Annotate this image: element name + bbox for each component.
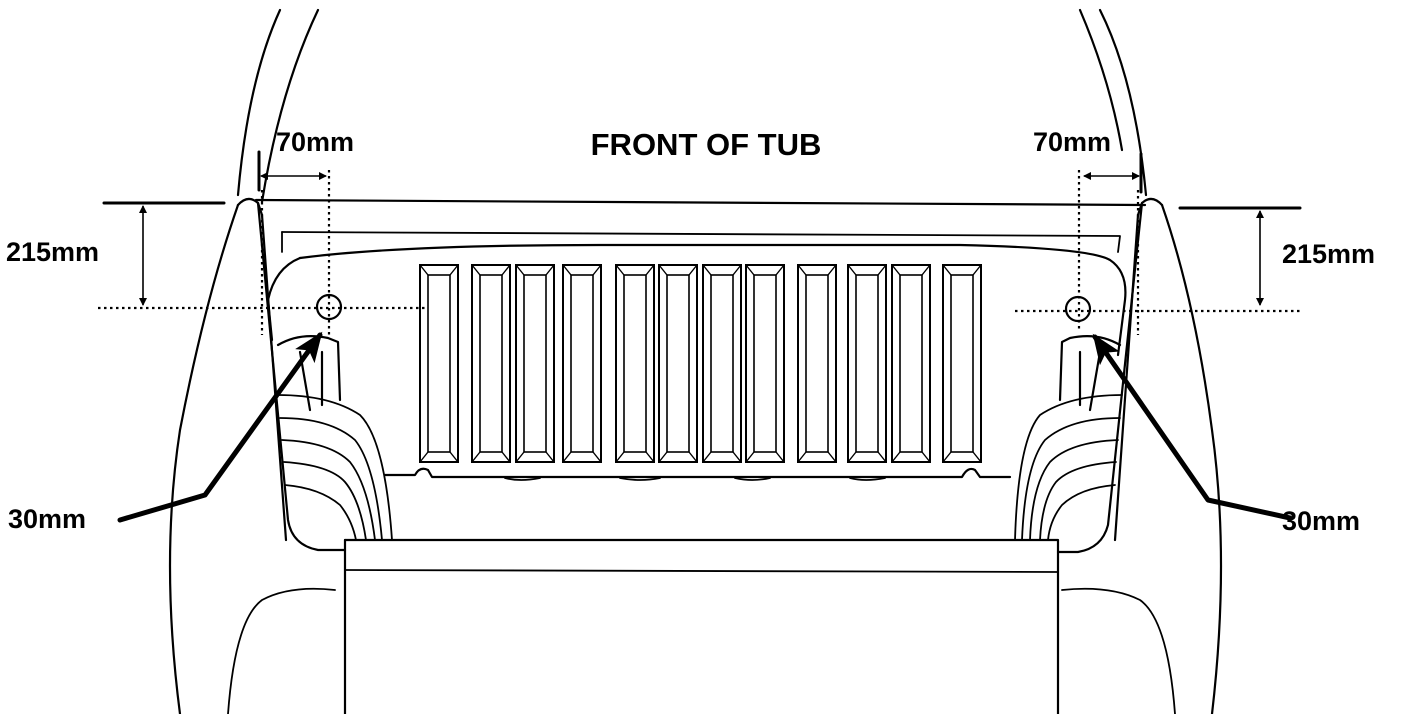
slat-bevel-2-4 — [501, 451, 511, 463]
slat-bevel-10-2 — [877, 264, 887, 276]
right-hole-diameter-label: 30mm — [1282, 506, 1360, 536]
slat-inner-12 — [950, 274, 974, 453]
slat-bevel-8-2 — [775, 264, 785, 276]
slat-bevel-8-3 — [745, 451, 755, 463]
slat-inner-6 — [666, 274, 690, 453]
slat-bevel-5-2 — [645, 264, 655, 276]
slat-bevel-10-4 — [877, 451, 887, 463]
right-step-detail — [1014, 335, 1123, 541]
slat-bevel-1-1 — [419, 264, 429, 276]
slat-1 — [419, 264, 459, 463]
slat-inner-7 — [710, 274, 734, 453]
slat-inner-4 — [570, 274, 594, 453]
slat-bevel-12-2 — [972, 264, 982, 276]
slat-bevel-9-2 — [827, 264, 837, 276]
right-vertical-dimension-label: 215mm — [1282, 239, 1375, 269]
slat-bevel-10-3 — [847, 451, 857, 463]
slat-bevel-9-1 — [797, 264, 807, 276]
slat-bevel-7-4 — [732, 451, 742, 463]
left-dimension-lines — [98, 150, 425, 523]
slat-inner-3 — [523, 274, 547, 453]
slat-bevel-6-3 — [658, 451, 668, 463]
slat-bevel-12-3 — [942, 451, 952, 463]
slat-9 — [797, 264, 837, 463]
slat-bevel-4-3 — [562, 451, 572, 463]
slat-bevel-7-2 — [732, 264, 742, 276]
slat-bevel-2-3 — [471, 451, 481, 463]
slat-inner-10 — [855, 274, 879, 453]
slat-3 — [515, 264, 555, 463]
slat-inner-2 — [479, 274, 503, 453]
slat-bevel-1-4 — [449, 451, 459, 463]
slat-bevel-3-1 — [515, 264, 525, 276]
right-dimension-lines — [1015, 152, 1302, 521]
slat-bevel-4-4 — [592, 451, 602, 463]
slat-bevel-11-2 — [921, 264, 931, 276]
slat-bevel-10-1 — [847, 264, 857, 276]
slat-bevel-9-3 — [797, 451, 807, 463]
slat-bevel-3-3 — [515, 451, 525, 463]
slat-6 — [658, 264, 698, 463]
slat-inner-8 — [753, 274, 777, 453]
slat-bevel-5-3 — [615, 451, 625, 463]
right-horizontal-dimension-label: 70mm — [1033, 127, 1111, 157]
slat-8 — [745, 264, 785, 463]
slat-bevel-2-2 — [501, 264, 511, 276]
slat-bevel-2-1 — [471, 264, 481, 276]
slat-bevel-7-1 — [702, 264, 712, 276]
slat-bevel-8-1 — [745, 264, 755, 276]
tub-outline — [168, 8, 1223, 714]
slat-inner-9 — [805, 274, 829, 453]
slat-bevel-4-1 — [562, 264, 572, 276]
slat-inner-1 — [427, 274, 451, 453]
grille-slats — [419, 264, 982, 463]
slat-bevel-12-1 — [942, 264, 952, 276]
diagram-title: FRONT OF TUB — [591, 127, 822, 162]
slat-10 — [847, 264, 887, 463]
slat-11 — [891, 264, 931, 463]
slat-bevel-1-3 — [419, 451, 429, 463]
right-hole-marker — [1064, 295, 1092, 323]
slat-bevel-3-2 — [545, 264, 555, 276]
slat-bevel-11-3 — [891, 451, 901, 463]
left-vertical-dimension-label: 215mm — [6, 237, 99, 267]
slat-bevel-6-2 — [688, 264, 698, 276]
slat-bevel-6-1 — [658, 264, 668, 276]
slat-bevel-12-4 — [972, 451, 982, 463]
slat-bevel-6-4 — [688, 451, 698, 463]
left-hole-marker — [315, 293, 343, 321]
slat-bevel-5-1 — [615, 264, 625, 276]
left-hole-diameter-label: 30mm — [8, 504, 86, 534]
slat-4 — [562, 264, 602, 463]
slat-bevel-5-4 — [645, 451, 655, 463]
slat-inner-11 — [899, 274, 923, 453]
slat-bevel-3-4 — [545, 451, 555, 463]
slat-bevel-11-4 — [921, 451, 931, 463]
slat-inner-5 — [623, 274, 647, 453]
slat-7 — [702, 264, 742, 463]
slat-5 — [615, 264, 655, 463]
left-horizontal-dimension-label: 70mm — [276, 127, 354, 157]
slat-2 — [471, 264, 511, 463]
slat-bevel-8-4 — [775, 451, 785, 463]
slat-12 — [942, 264, 982, 463]
slat-bevel-1-2 — [449, 264, 459, 276]
slat-bevel-4-2 — [592, 264, 602, 276]
floor-ledge — [383, 467, 1012, 481]
slat-bevel-9-4 — [827, 451, 837, 463]
slat-bevel-11-1 — [891, 264, 901, 276]
slat-bevel-7-3 — [702, 451, 712, 463]
